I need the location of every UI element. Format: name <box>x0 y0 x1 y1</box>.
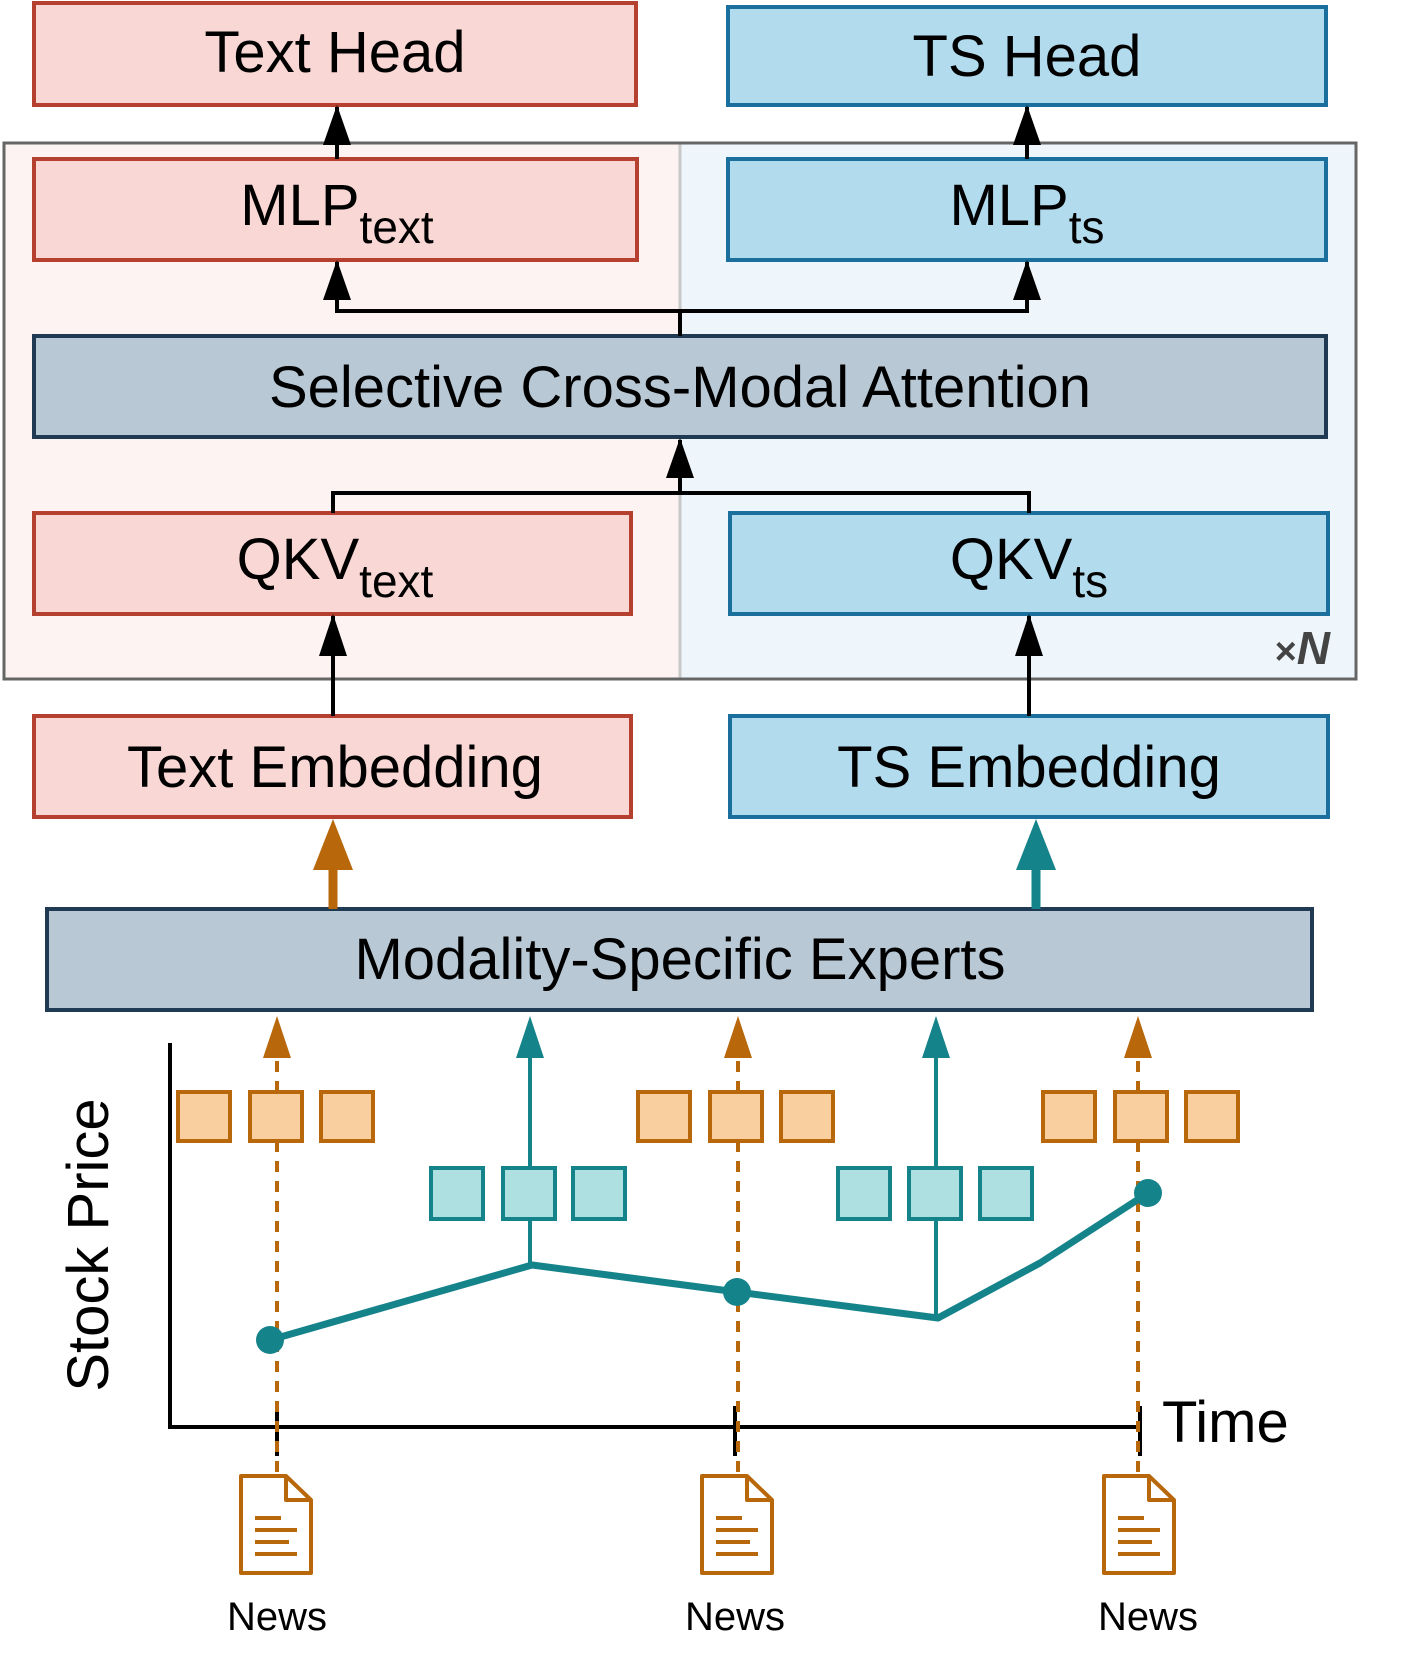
ts-token <box>836 1166 892 1221</box>
text-token-arrowhead <box>724 1016 752 1058</box>
arrowhead <box>1013 260 1041 300</box>
y-axis-label: Stock Price <box>56 1098 121 1391</box>
ts-token-group <box>429 1166 1034 1221</box>
repeat-n-label: ×N <box>1275 622 1331 674</box>
price-point <box>256 1326 284 1354</box>
arrowhead <box>323 105 351 145</box>
qkv-ts-block: QKVts <box>728 511 1330 616</box>
text-token <box>248 1090 304 1143</box>
ts-embedding-block: TS Embedding <box>728 714 1330 819</box>
text-embedding-block: Text Embedding <box>32 714 633 819</box>
ts-token <box>978 1166 1034 1221</box>
stock-price-line <box>269 1190 1150 1344</box>
news-documents: News News News <box>227 1474 1198 1639</box>
price-point <box>723 1278 751 1306</box>
mlp-ts-label: MLPts <box>949 173 1104 253</box>
text-token <box>1113 1090 1169 1143</box>
price-point <box>1134 1179 1162 1207</box>
layer-frame-border <box>2 141 1358 681</box>
experts-label: Modality-Specific Experts <box>354 927 1005 992</box>
flow-arrows <box>319 105 1043 716</box>
text-token-arrowhead <box>1124 1016 1152 1058</box>
arrowhead <box>319 614 347 656</box>
ts-token <box>429 1166 485 1221</box>
news-document-icon <box>1102 1474 1176 1575</box>
ts-token <box>571 1166 627 1221</box>
text-token <box>636 1090 692 1143</box>
text-token <box>176 1090 232 1143</box>
text-token <box>779 1090 835 1143</box>
arrowhead <box>666 438 694 478</box>
arrowhead <box>1013 105 1041 145</box>
mlp-text-block: MLPtext <box>32 157 639 262</box>
attention-label: Selective Cross-Modal Attention <box>269 355 1091 420</box>
text-head-label: Text Head <box>204 20 465 85</box>
text-token-group <box>176 1090 1240 1143</box>
news-label: News <box>1098 1595 1198 1639</box>
stock-price-plot: Stock Price Time <box>56 1016 1289 1472</box>
mlp-ts-block: MLPts <box>726 157 1328 262</box>
ts-embedding-label: TS Embedding <box>837 735 1221 800</box>
arrowhead <box>1016 819 1056 870</box>
ts-head-label: TS Head <box>913 24 1142 89</box>
qkv-text-block: QKVtext <box>32 511 633 616</box>
ts-token <box>501 1166 557 1221</box>
arrowhead <box>313 819 353 870</box>
qkv-ts-label: QKVts <box>950 527 1108 607</box>
attention-block: Selective Cross-Modal Attention <box>32 334 1328 439</box>
qkv-text-label: QKVtext <box>237 527 434 607</box>
news-document-icon <box>700 1474 774 1575</box>
expert-output-arrows <box>313 819 1056 909</box>
news-label: News <box>227 1595 327 1639</box>
ts-token-arrowhead <box>516 1016 544 1058</box>
arrowhead <box>323 260 351 300</box>
ts-head-block: TS Head <box>726 5 1328 107</box>
news-label: News <box>685 1595 785 1639</box>
news-document-icon <box>239 1474 313 1575</box>
text-token <box>708 1090 764 1143</box>
text-token-arrowhead <box>263 1016 291 1058</box>
ts-token-arrowhead <box>922 1016 950 1058</box>
ts-token <box>907 1166 963 1221</box>
x-axis-label: Time <box>1162 1390 1289 1455</box>
arrowhead <box>1015 614 1043 656</box>
text-token <box>319 1090 375 1143</box>
text-embedding-label: Text Embedding <box>127 735 543 800</box>
mlp-text-label: MLPtext <box>240 173 434 253</box>
text-token <box>1041 1090 1097 1143</box>
text-head-block: Text Head <box>32 1 638 107</box>
experts-block: Modality-Specific Experts <box>45 907 1314 1012</box>
text-token <box>1184 1090 1240 1143</box>
